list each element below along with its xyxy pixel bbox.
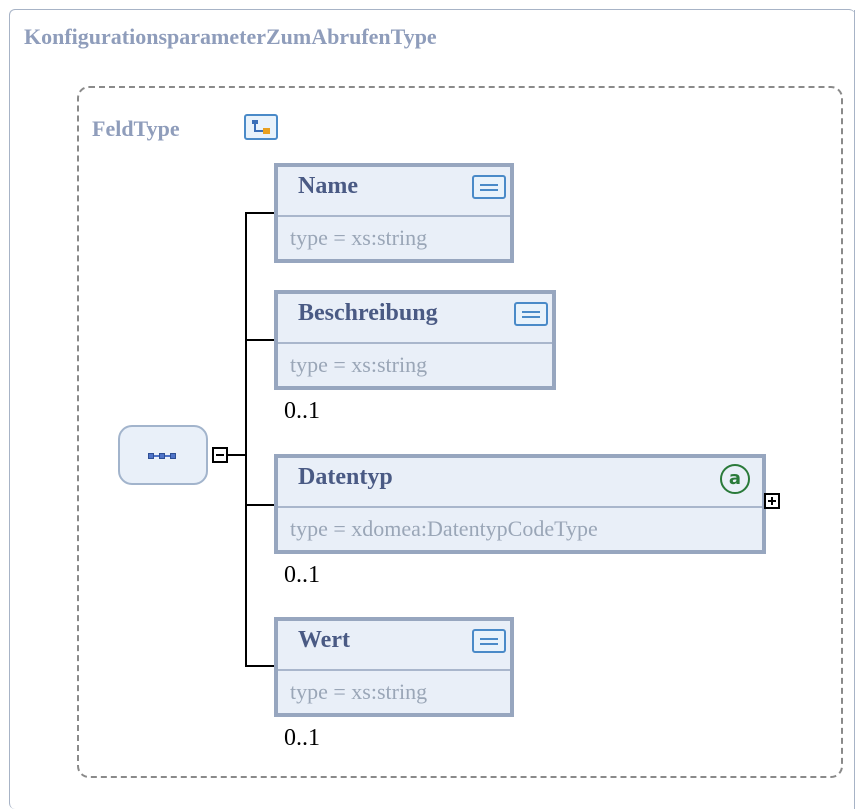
element-divider — [278, 506, 762, 508]
element-type: type = xdomea:DatentypCodeType — [290, 516, 598, 541]
occurrence-label: 0..1 — [284, 725, 320, 751]
element-box-name[interactable]: Name type = xs:string — [274, 163, 514, 263]
documentation-icon — [472, 629, 506, 653]
element-box-beschreibung[interactable]: Beschreibung type = xs:string — [274, 290, 556, 390]
documentation-icon — [472, 175, 506, 199]
connector-branch — [245, 665, 276, 667]
element-box-wert[interactable]: Wert type = xs:string — [274, 617, 514, 717]
sequence-compositor-icon — [148, 453, 176, 459]
sequence-compositor[interactable] — [118, 425, 208, 485]
documentation-icon — [514, 302, 548, 326]
element-box-datentyp[interactable]: Datentyp a type = xdomea:DatentypCodeTyp… — [274, 454, 766, 554]
connector-line — [228, 454, 246, 456]
group-frame — [77, 86, 843, 778]
element-divider — [278, 669, 510, 671]
element-type: type = xs:string — [290, 352, 428, 377]
element-type: type = xs:string — [290, 225, 428, 250]
occurrence-label: 0..1 — [284, 562, 320, 588]
outer-type-frame — [9, 9, 855, 809]
connector-trunk — [245, 212, 247, 667]
element-name: Datentyp — [298, 464, 393, 490]
element-divider — [278, 342, 552, 344]
element-type: type = xs:string — [290, 679, 428, 704]
attribute-icon: a — [720, 464, 750, 494]
group-title: FeldType — [92, 116, 180, 141]
complex-type-icon — [244, 114, 278, 140]
element-name: Name — [298, 173, 358, 199]
collapse-toggle-icon[interactable] — [212, 447, 228, 463]
connector-branch — [245, 339, 276, 341]
expand-toggle-icon[interactable] — [764, 493, 780, 509]
occurrence-label: 0..1 — [284, 398, 320, 424]
element-divider — [278, 215, 510, 217]
outer-frame-edge — [854, 10, 855, 809]
connector-branch — [245, 504, 276, 506]
element-name: Wert — [298, 627, 350, 653]
connector-branch — [245, 212, 276, 214]
element-name: Beschreibung — [298, 300, 438, 326]
outer-type-title: KonfigurationsparameterZumAbrufenType — [24, 24, 437, 49]
